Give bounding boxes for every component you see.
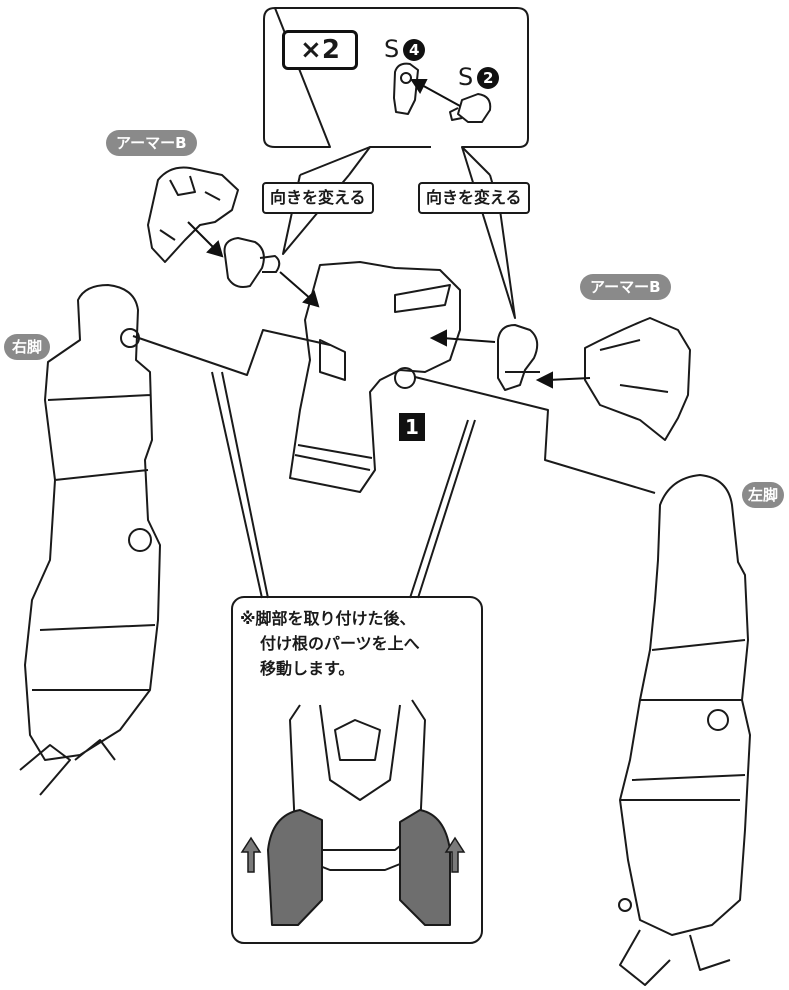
step-number: 1 [399,413,425,441]
zoom-right-shaded-part [399,809,451,926]
joint-part-left [223,237,281,288]
zoom-lines [211,371,476,599]
arrow-armor-to-joint [187,221,217,251]
left-leg-joint-line [414,376,656,494]
rotate-instruction-right: 向きを変える [418,182,530,214]
armor-b-left [147,166,239,263]
note-line-1: ※脚部を取り付けた後、 [240,609,416,628]
part-s4-shape [393,62,419,115]
zoom-left-shaded-part [267,809,323,926]
zoom-detail-body [289,699,426,871]
note-line-2: 付け根のパーツを上へ [260,634,420,653]
armor-b-right [584,317,691,441]
joint-part-right [497,324,540,391]
rotate-instruction-left: 向きを変える [262,182,374,214]
part-number-badge: 4 [403,39,426,61]
right-leg [19,284,161,796]
arrow-up-right [444,836,466,873]
label-armor-b-left: アーマーB [106,130,197,156]
multiplier-label: ×2 [282,30,358,70]
label-right-leg: 右脚 [4,334,51,360]
zoom-detail-box [231,596,483,944]
part-number-badge: 2 [477,67,500,89]
label-armor-b-right: アーマーB [580,274,671,300]
central-body [289,261,461,493]
arrow-up-left [240,836,262,873]
note-line-3: 移動します。 [260,659,355,678]
label-left-leg: 左脚 [742,482,785,508]
arrow-armor-b-right-to-joint [547,377,591,381]
part-letter: S [384,35,400,63]
arrow-joint-to-body [279,271,313,301]
left-leg [619,474,751,986]
right-leg-joint-line [132,329,331,376]
attachment-note: ※脚部を取り付けた後、 付け根のパーツを上へ 移動します。 [240,606,475,681]
arrow-s2-to-s4 [419,83,461,107]
part-letter: S [458,63,474,91]
part-s2-shape [449,93,492,123]
arrow-right-joint-to-body [441,337,496,343]
